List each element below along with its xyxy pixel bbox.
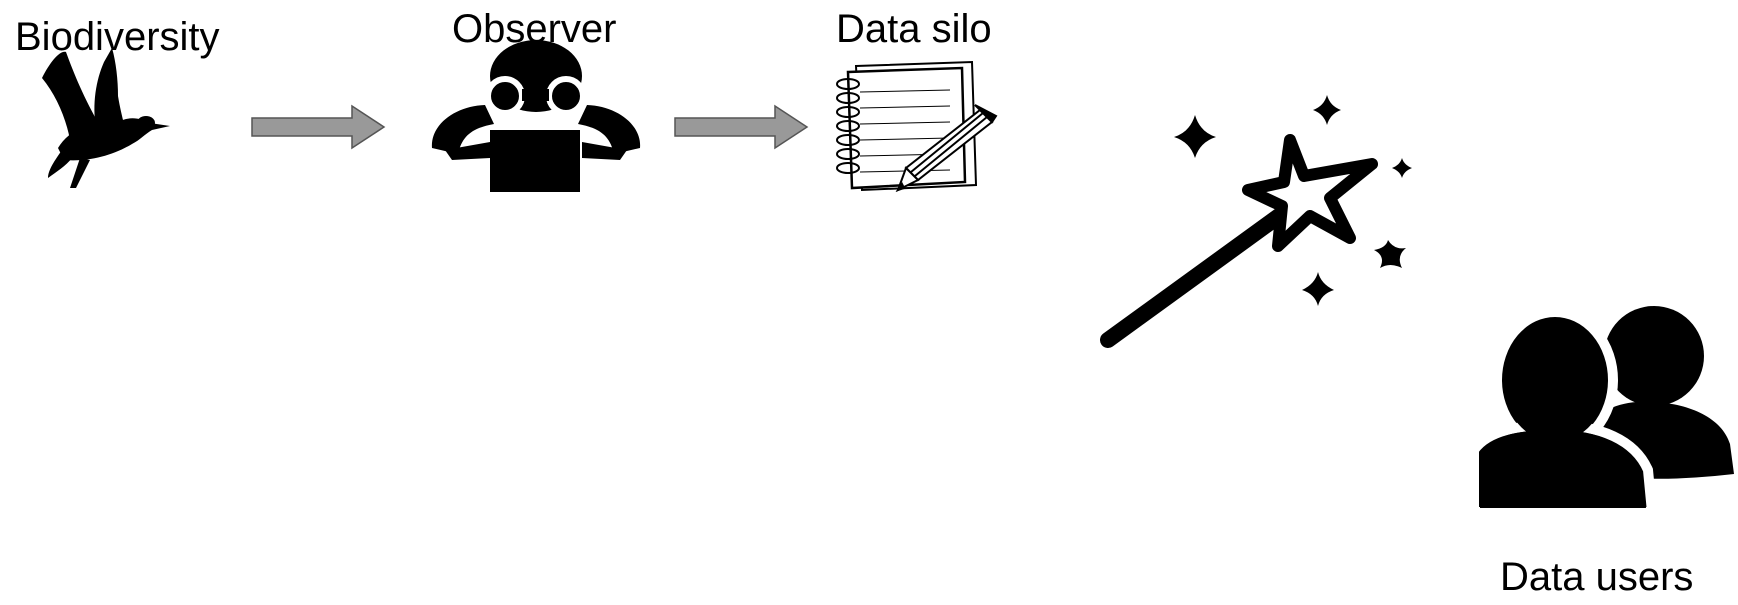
notebook-icon xyxy=(836,60,998,193)
biodiversity-label: Biodiversity xyxy=(15,15,220,59)
arrow-right-icon xyxy=(251,104,386,150)
sparkle-icon xyxy=(1174,115,1216,158)
sparkle-icon xyxy=(1392,158,1412,178)
data-silo-label: Data silo xyxy=(836,7,992,51)
arrow-right-icon xyxy=(674,104,809,150)
sparkle-icon xyxy=(1374,240,1406,268)
magic-wand-icon xyxy=(1100,134,1378,348)
data-users-label: Data users xyxy=(1500,555,1693,599)
sparkle-icon xyxy=(1302,272,1334,306)
binoculars-observer-icon xyxy=(431,40,641,192)
bird-icon xyxy=(42,48,170,188)
sparkle-icon xyxy=(1313,95,1341,125)
users-icon xyxy=(1469,306,1734,517)
